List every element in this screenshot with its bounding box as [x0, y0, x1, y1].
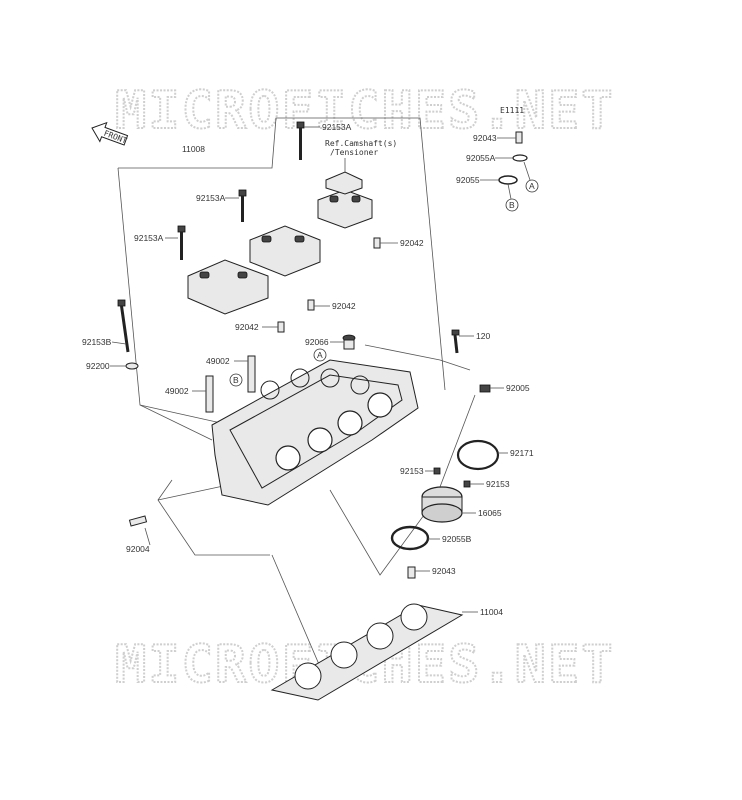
oring-92055 — [498, 175, 518, 185]
label-92153-right: 92153 — [486, 479, 510, 489]
leader-frame-lower — [157, 479, 270, 556]
label-92042-low: 92042 — [235, 322, 259, 332]
svg-text:B: B — [233, 375, 239, 385]
label-92005: 92005 — [506, 383, 530, 393]
guide-49002-b — [205, 375, 214, 413]
label-92153A-mid: 92153A — [196, 193, 226, 203]
callout-b-top: B — [505, 198, 519, 212]
sensor-92005 — [479, 384, 491, 393]
bolt-92153A-mid — [238, 189, 247, 222]
guide-49002-a — [247, 355, 256, 393]
oring-92055B — [390, 525, 430, 551]
stud-92004 — [128, 515, 148, 527]
label-92153-left: 92153 — [400, 466, 424, 476]
dowel-92042-mid — [307, 299, 315, 311]
camshaft-cap-middle — [249, 225, 321, 277]
callout-a-head: A — [313, 348, 327, 362]
screw-92153-right — [463, 480, 471, 488]
svg-text:A: A — [529, 181, 535, 191]
washer-92200 — [125, 362, 139, 370]
label-92200: 92200 — [86, 361, 110, 371]
screw-92153-left — [433, 467, 441, 475]
camshaft-cap-lower — [187, 259, 269, 315]
label-11004: 11004 — [480, 607, 503, 617]
head-gasket-11004 — [270, 603, 464, 701]
label-120: 120 — [476, 331, 490, 341]
bolt-92153A-left — [177, 225, 186, 260]
label-92153A-left: 92153A — [134, 233, 164, 243]
holder-16065 — [421, 486, 463, 523]
ref-note-line2: /Tensioner — [330, 148, 378, 157]
label-92042-mid: 92042 — [332, 301, 356, 311]
svg-text:B: B — [509, 200, 515, 210]
bolt-92153A-top — [296, 121, 305, 160]
label-92153B: 92153B — [82, 337, 112, 347]
label-92004: 92004 — [126, 544, 150, 554]
dowel-92042-top — [373, 237, 381, 249]
leader-frame-main — [118, 117, 446, 391]
label-92042-top: 92042 — [400, 238, 424, 248]
dowel-92043-low — [407, 566, 416, 579]
label-92055A: 92055A — [466, 153, 496, 163]
label-92153A-top: 92153A — [322, 122, 352, 132]
leader-frame-left — [117, 167, 213, 441]
dowel-92042-low — [277, 321, 285, 333]
camshaft-cap-upper — [317, 189, 373, 229]
cylinder-head-11008 — [211, 359, 419, 506]
callout-b-head: B — [229, 373, 243, 387]
ref-note-line1: Ref.Camshaft(s) — [325, 139, 397, 148]
plug-92066 — [342, 334, 356, 350]
callout-a-top: A — [525, 179, 539, 193]
leader-frame-right — [364, 344, 471, 371]
bolt-92153B — [117, 299, 130, 353]
label-92043-low: 92043 — [432, 566, 456, 576]
label-92055: 92055 — [456, 175, 480, 185]
tensioner-bracket — [325, 171, 363, 195]
oring-92055A — [512, 154, 528, 162]
label-92066: 92066 — [305, 337, 329, 347]
label-92043-top: 92043 — [473, 133, 497, 143]
clamp-92171 — [456, 439, 500, 471]
label-49002-a: 49002 — [206, 356, 230, 366]
watermark-top: MICROFICHES.NET — [115, 81, 615, 141]
label-92171: 92171 — [510, 448, 534, 458]
bolt-120 — [451, 329, 460, 354]
dowel-92043-top — [515, 131, 523, 144]
label-92055B: 92055B — [442, 534, 472, 544]
label-11008: 11008 — [182, 144, 205, 154]
diagram-code: E1111 — [500, 106, 524, 115]
label-16065: 16065 — [478, 508, 502, 518]
label-49002-b: 49002 — [165, 386, 189, 396]
svg-text:A: A — [317, 350, 323, 360]
